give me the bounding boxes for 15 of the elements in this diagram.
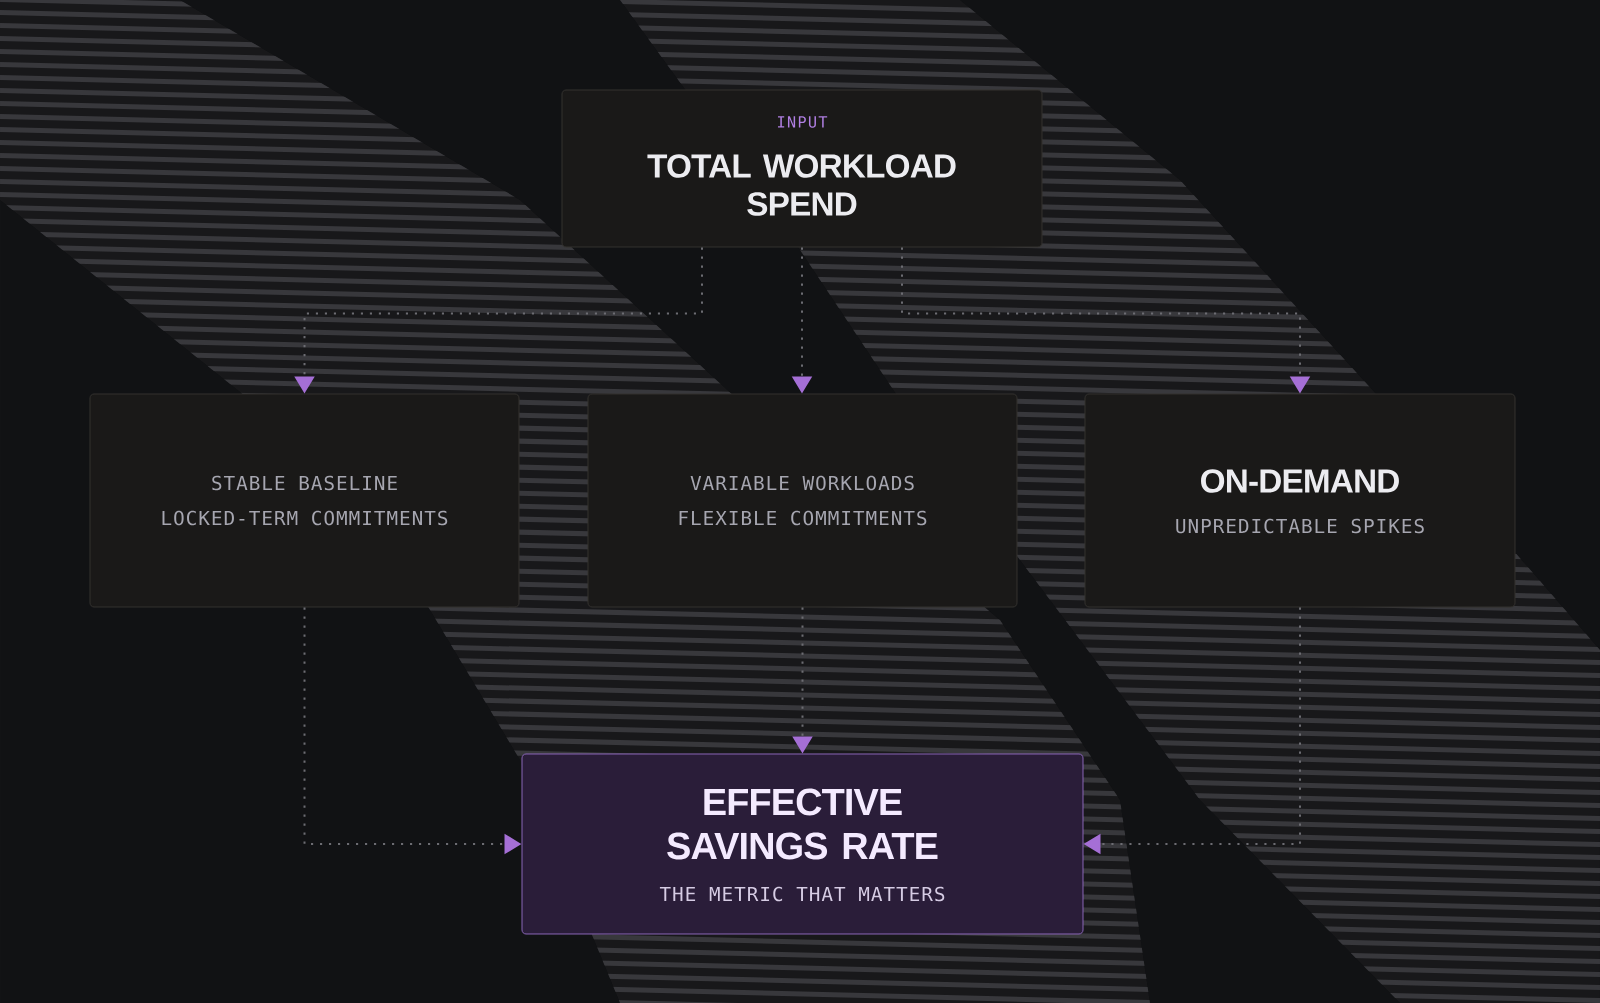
subtitle-text: THE METRIC THAT MATTERS — [659, 886, 945, 902]
process-box — [1084, 393, 1516, 608]
eyebrow-text: INPUT — [778, 116, 828, 128]
result-box — [521, 753, 1084, 935]
subtitle-text: FLEXIBLE COMMITMENTS — [679, 510, 927, 526]
subtitle-text: LOCKED-TERM COMMITMENTS — [162, 510, 448, 526]
process-box — [89, 393, 520, 608]
subtitle-text: STABLE BASELINE — [212, 475, 397, 491]
heading-text: ON-DEMAND — [1201, 469, 1399, 493]
heading-text: TOTAL WORKLOAD SPEND — [647, 154, 956, 216]
subtitle-text: VARIABLE WORKLOADS — [690, 475, 914, 491]
heading-text: EFFECTIVE SAVINGS RATE — [667, 788, 938, 860]
process-box — [561, 89, 1043, 248]
process-box — [587, 393, 1018, 608]
subtitle-text: UNPREDICTABLE SPIKES — [1176, 518, 1424, 534]
